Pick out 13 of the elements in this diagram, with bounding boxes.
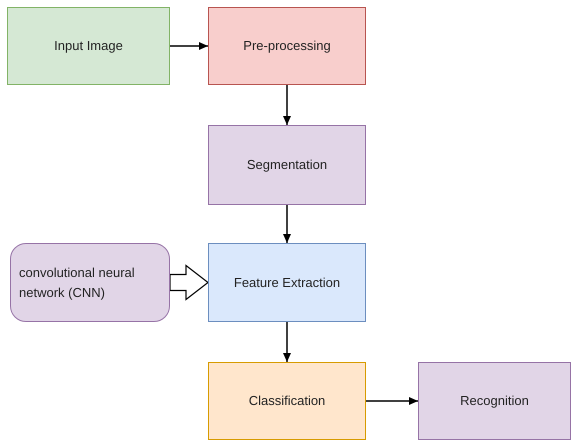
rounded-box: convolutional neural network (CNN) — [10, 243, 170, 322]
block-arrow — [169, 264, 209, 301]
process-box: Classification — [208, 362, 366, 440]
arrow — [170, 42, 208, 50]
arrow — [366, 397, 418, 405]
process-box: Pre-processing — [208, 7, 366, 85]
process-box: Segmentation — [208, 125, 366, 205]
process-box: Input Image — [7, 7, 170, 85]
arrow — [283, 205, 291, 243]
arrow — [283, 85, 291, 125]
arrow — [283, 322, 291, 362]
process-box: Recognition — [418, 362, 571, 440]
process-box: Feature Extraction — [208, 243, 366, 322]
